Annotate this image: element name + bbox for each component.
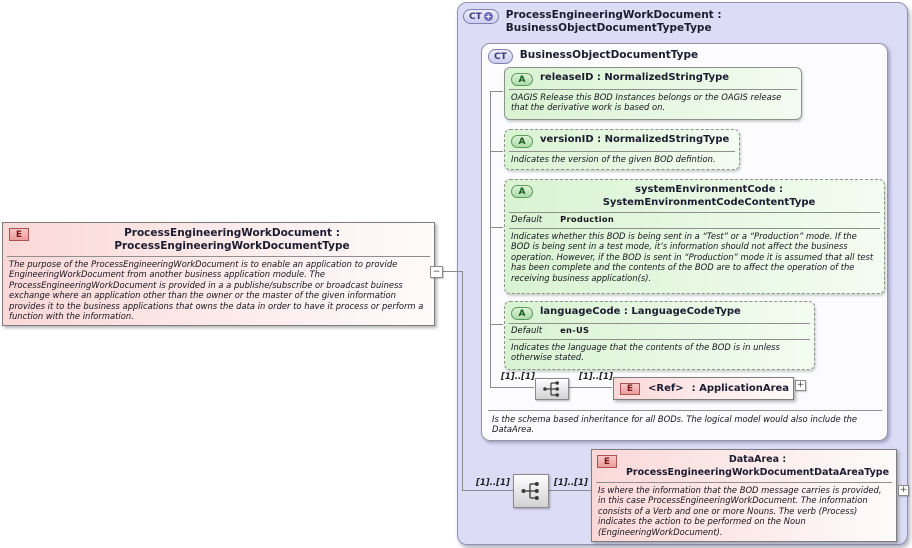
- default-value: Production: [560, 214, 615, 224]
- divider: [509, 151, 735, 152]
- root-element-node[interactable]: E ProcessEngineeringWorkDocument : Proce…: [2, 222, 435, 327]
- attribute-node-versionid[interactable]: A versionID : NormalizedStringType Indic…: [504, 129, 740, 170]
- divider: [488, 410, 882, 411]
- default-row: Default en-US: [505, 324, 814, 338]
- complextype-icon-label: CT: [469, 11, 482, 22]
- bod-title: BusinessObjectDocumentType: [519, 49, 699, 61]
- derived-plus-icon: +: [483, 12, 493, 21]
- complextype-icon: CT: [488, 49, 513, 64]
- attribute-description: Indicates the language that the contents…: [511, 342, 780, 363]
- sequence-glyph: [543, 381, 559, 397]
- complextype-derived-icon: CT +: [463, 9, 499, 24]
- ref-type-label: : ApplicationArea: [691, 383, 790, 394]
- divider: [509, 228, 880, 229]
- connector-line: [491, 387, 534, 388]
- attribute-icon: A: [511, 185, 533, 198]
- attribute-node-languagecode[interactable]: A languageCode : LanguageCodeType Defaul…: [504, 301, 815, 370]
- default-row: Default Production: [505, 213, 884, 227]
- complextype-container: CT + ProcessEngineeringWorkDocument : Bu…: [457, 2, 909, 545]
- connector-line: [490, 91, 503, 92]
- complextype-icon-label: CT: [494, 51, 507, 62]
- attribute-description: Indicates whether this BOD is being sent…: [511, 231, 874, 283]
- attribute-node-releaseid[interactable]: A releaseID : NormalizedStringType OAGIS…: [504, 67, 802, 120]
- root-element-title: ProcessEngineeringWorkDocument : Process…: [114, 227, 350, 252]
- sequence-compositor-icon[interactable]: [535, 378, 569, 400]
- divider: [7, 256, 430, 257]
- divider: [509, 323, 810, 324]
- attribute-icon: A: [511, 307, 533, 320]
- connector-line: [443, 271, 463, 272]
- attribute-header: A versionID : NormalizedStringType: [505, 130, 739, 150]
- sequence-compositor-icon[interactable]: [513, 474, 549, 508]
- connector-line: [490, 324, 503, 325]
- connector-line: [490, 151, 503, 152]
- attribute-title: systemEnvironmentCode : SystemEnvironmen…: [602, 184, 816, 208]
- multiplicity-label: [1]..[1]: [554, 478, 588, 488]
- connector-line: [490, 91, 491, 388]
- default-label: Default: [511, 215, 543, 225]
- collapse-toggle[interactable]: −: [430, 266, 443, 278]
- divider: [509, 212, 880, 213]
- connector-line: [462, 490, 513, 491]
- divider: [509, 339, 810, 340]
- connector-line: [462, 271, 463, 491]
- attribute-title: languageCode : LanguageCodeType: [540, 306, 741, 317]
- dataarea-header: E DataArea : ProcessEngineeringWorkDocum…: [592, 450, 896, 481]
- bod-header: CT BusinessObjectDocumentType: [486, 47, 870, 66]
- attribute-title: versionID : NormalizedStringType: [540, 134, 730, 145]
- connector-line: [547, 490, 591, 491]
- expand-toggle[interactable]: +: [795, 380, 806, 391]
- attribute-node-systemenvironmentcode[interactable]: A systemEnvironmentCode : SystemEnvironm…: [504, 179, 885, 294]
- root-element-header: E ProcessEngineeringWorkDocument : Proce…: [3, 223, 434, 255]
- element-icon: E: [597, 455, 617, 468]
- multiplicity-label: [1]..[1]: [501, 372, 535, 382]
- attribute-title: releaseID : NormalizedStringType: [540, 72, 730, 83]
- default-label: Default: [511, 326, 543, 336]
- multiplicity-label: [1]..[1]: [579, 372, 613, 382]
- bod-type-box: CT BusinessObjectDocumentType A releaseI…: [481, 43, 888, 441]
- dataarea-element-node[interactable]: E DataArea : ProcessEngineeringWorkDocum…: [591, 449, 897, 543]
- dataarea-title: DataArea : ProcessEngineeringWorkDocumen…: [625, 454, 890, 478]
- element-icon: E: [9, 228, 29, 241]
- container-header: CT + ProcessEngineeringWorkDocument : Bu…: [461, 7, 905, 37]
- connector-line: [567, 387, 612, 388]
- ref-label: <Ref>: [648, 383, 684, 394]
- multiplicity-label: [1]..[1]: [476, 478, 510, 488]
- container-title: ProcessEngineeringWorkDocument : Busines…: [505, 9, 722, 34]
- attribute-description: Indicates the version of the given BOD d…: [511, 154, 716, 164]
- root-element-description: The purpose of the ProcessEngineeringWor…: [9, 259, 424, 322]
- divider: [509, 89, 797, 90]
- attribute-icon: A: [511, 135, 533, 148]
- attribute-header: A releaseID : NormalizedStringType: [505, 68, 801, 88]
- sequence-glyph: [521, 482, 539, 500]
- divider: [596, 482, 892, 483]
- element-icon: E: [620, 382, 640, 395]
- attribute-header: A systemEnvironmentCode : SystemEnvironm…: [505, 180, 884, 211]
- bod-footer-note: Is the schema based inheritance for all …: [492, 414, 858, 435]
- dataarea-description: Is where the information that the BOD me…: [598, 485, 882, 537]
- attribute-description: OAGIS Release this BOD Instances belongs…: [511, 92, 782, 113]
- connector-line: [490, 227, 503, 228]
- default-value: en-US: [560, 325, 590, 335]
- attribute-icon: A: [511, 73, 533, 86]
- applicationarea-ref-node[interactable]: E <Ref> : ApplicationArea: [613, 377, 794, 400]
- expand-toggle[interactable]: +: [898, 485, 909, 496]
- attribute-header: A languageCode : LanguageCodeType: [505, 302, 814, 322]
